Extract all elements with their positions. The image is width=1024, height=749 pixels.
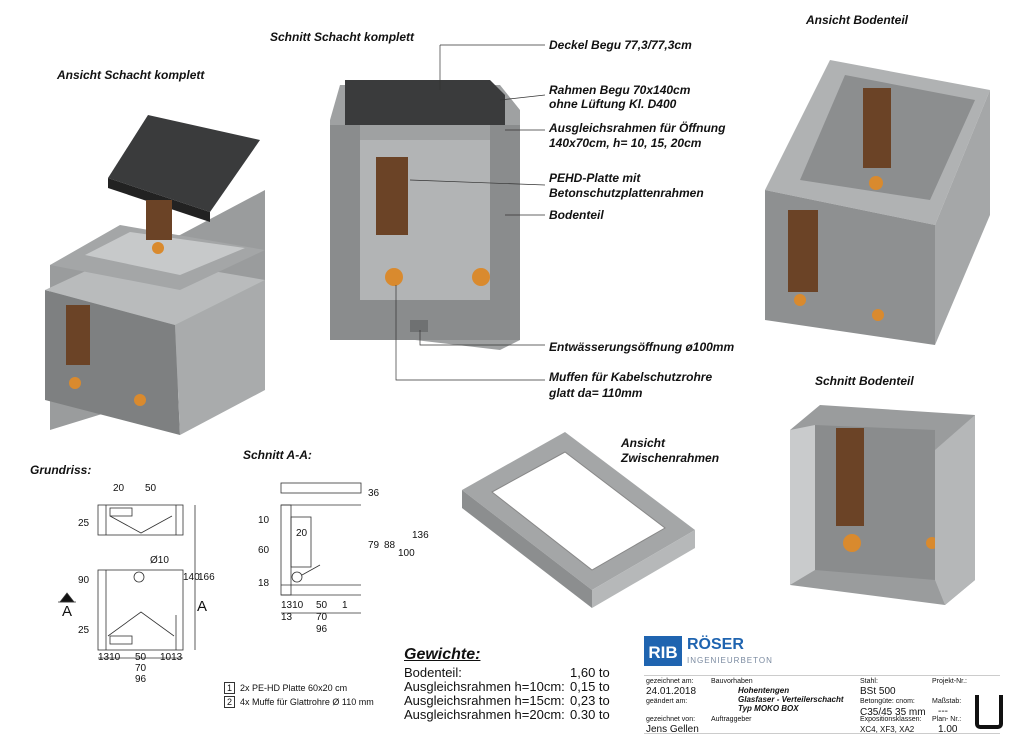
weight-label: Ausgleichsrahmen h=20cm: xyxy=(404,707,565,722)
dim: 10 xyxy=(258,515,270,526)
label: Maßstab: xyxy=(932,698,962,705)
weight-label: Ausgleichsrahmen h=15cm: xyxy=(404,693,565,708)
dim: 60 xyxy=(258,545,270,556)
shaft-complete-view xyxy=(45,115,265,435)
callout-frame-2: ohne Lüftung Kl. D400 xyxy=(549,97,677,111)
callout-sleeves: Muffen für Kabelschutzrohre xyxy=(549,370,713,384)
steel: BSt 500 xyxy=(860,686,896,697)
quality-seal-icon xyxy=(975,695,1003,729)
weight-label: Bodenteil: xyxy=(404,665,462,680)
legend-text: 4x Muffe für Glattrohre Ø 110 mm xyxy=(240,697,374,707)
label: Auftraggeber xyxy=(711,716,752,723)
label: Bauvorhaben xyxy=(711,678,753,685)
label: gezeichnet am: xyxy=(646,678,694,685)
dim: 50 xyxy=(145,483,157,494)
section-a-a xyxy=(280,482,362,614)
logo-name: RÖSER xyxy=(687,636,744,653)
legend-item-1: 1 2x PE-HD Platte 60x20 cm xyxy=(224,682,348,694)
dim: 136 xyxy=(412,530,429,541)
date-drawn: 24.01.2018 xyxy=(646,686,697,697)
label: Betongüte: cnom: xyxy=(860,698,915,705)
heading-shaft-section: Schnitt Schacht komplett xyxy=(270,30,415,44)
heading-section-aa: Schnitt A-A: xyxy=(243,448,312,462)
section-marker: A xyxy=(62,603,73,620)
intermediate-frame-view xyxy=(462,432,695,608)
logo-sub: INGENIEURBETON xyxy=(687,656,773,665)
callout-plate-2: Betonschutzplattenrahmen xyxy=(549,186,704,200)
dim: 79 xyxy=(368,540,380,551)
heading-shaft-view: Ansicht Schacht komplett xyxy=(57,68,205,82)
dim: 18 xyxy=(258,578,270,589)
label: Stahl: xyxy=(860,678,878,685)
heading-frame-view-1: Ansicht xyxy=(621,436,666,450)
shaft-section-view xyxy=(330,44,546,381)
dim: 50 xyxy=(135,652,147,663)
weights-title: Gewichte: xyxy=(404,646,481,663)
legend-num: 2 xyxy=(224,696,236,708)
heading-floor-plan: Grundriss: xyxy=(30,463,92,477)
dim: 36 xyxy=(368,488,380,499)
dim: 96 xyxy=(316,624,328,635)
heading-base-section: Schnitt Bodenteil xyxy=(815,374,914,388)
weight-value: 1,60 to xyxy=(570,665,610,680)
callout-drain: Entwässerungsöffnung ø100mm xyxy=(549,340,735,354)
legend-num: 1 xyxy=(224,682,236,694)
dim: 20 xyxy=(113,483,125,494)
concrete: C35/45 35 mm xyxy=(860,707,926,718)
dim: 13 xyxy=(281,612,293,623)
dim: 1013 xyxy=(160,652,183,663)
weight-label: Ausgleichsrahmen h=10cm: xyxy=(404,679,565,694)
floor-plan xyxy=(58,504,196,659)
label: Plan- Nr.: xyxy=(932,716,962,723)
scale: --- xyxy=(938,706,948,717)
label: Projekt-Nr.: xyxy=(932,678,968,685)
plan-number: 1.00 xyxy=(938,724,958,735)
dim: 88 xyxy=(384,540,396,551)
base-part-section xyxy=(790,405,975,605)
base-part-view xyxy=(765,60,990,345)
label: geändert am: xyxy=(646,698,688,705)
project: Glasfaser - Verteilerschacht xyxy=(738,695,844,704)
callout-base: Bodenteil xyxy=(549,208,604,222)
callout-adjust: Ausgleichsrahmen für Öffnung xyxy=(549,121,726,135)
weight-value: 0.30 to xyxy=(570,707,610,722)
legend-item-2: 2 4x Muffe für Glattrohre Ø 110 mm xyxy=(224,696,374,708)
dim: 25 xyxy=(78,625,90,636)
dim: 140 xyxy=(183,572,200,583)
heading-frame-view-2: Zwischenrahmen xyxy=(621,451,720,465)
exposure: XC4, XF3, XA2 xyxy=(860,725,915,734)
dim: 20 xyxy=(296,528,308,539)
callout-adjust-2: 140x70cm, h= 10, 15, 20cm xyxy=(549,136,702,150)
dim: 70 xyxy=(135,663,147,674)
project: Typ MOKO BOX xyxy=(738,704,799,713)
weight-value: 0,15 to xyxy=(570,679,610,694)
dim: 90 xyxy=(78,575,90,586)
dim: 166 xyxy=(198,572,215,583)
dim: 1 xyxy=(342,600,348,611)
dim: 96 xyxy=(135,674,147,685)
callout-sleeves-2: glatt da= 110mm xyxy=(549,386,643,400)
dim: 100 xyxy=(398,548,415,559)
drawn-by: Jens Gellen xyxy=(646,724,699,735)
dim: 50 xyxy=(316,600,328,611)
dim: 1310 xyxy=(98,652,121,663)
weight-value: 0,23 to xyxy=(570,693,610,708)
logo-rib: RIB xyxy=(644,636,682,666)
heading-base-view: Ansicht Bodenteil xyxy=(806,13,909,27)
dim: 1310 xyxy=(281,600,304,611)
section-marker: A xyxy=(197,598,208,615)
callout-frame: Rahmen Begu 70x140cm xyxy=(549,83,691,97)
dim: 25 xyxy=(78,518,90,529)
label: Expositionsklassen: xyxy=(860,716,922,723)
callout-lid: Deckel Begu 77,3/77,3cm xyxy=(549,38,692,52)
legend-text: 2x PE-HD Platte 60x20 cm xyxy=(240,683,348,693)
label: gezeichnet von: xyxy=(646,716,696,723)
project: Hohentengen xyxy=(738,686,790,695)
callout-plate: PEHD-Platte mit xyxy=(549,171,641,185)
dim: 70 xyxy=(316,612,328,623)
dim: Ø10 xyxy=(150,555,169,566)
